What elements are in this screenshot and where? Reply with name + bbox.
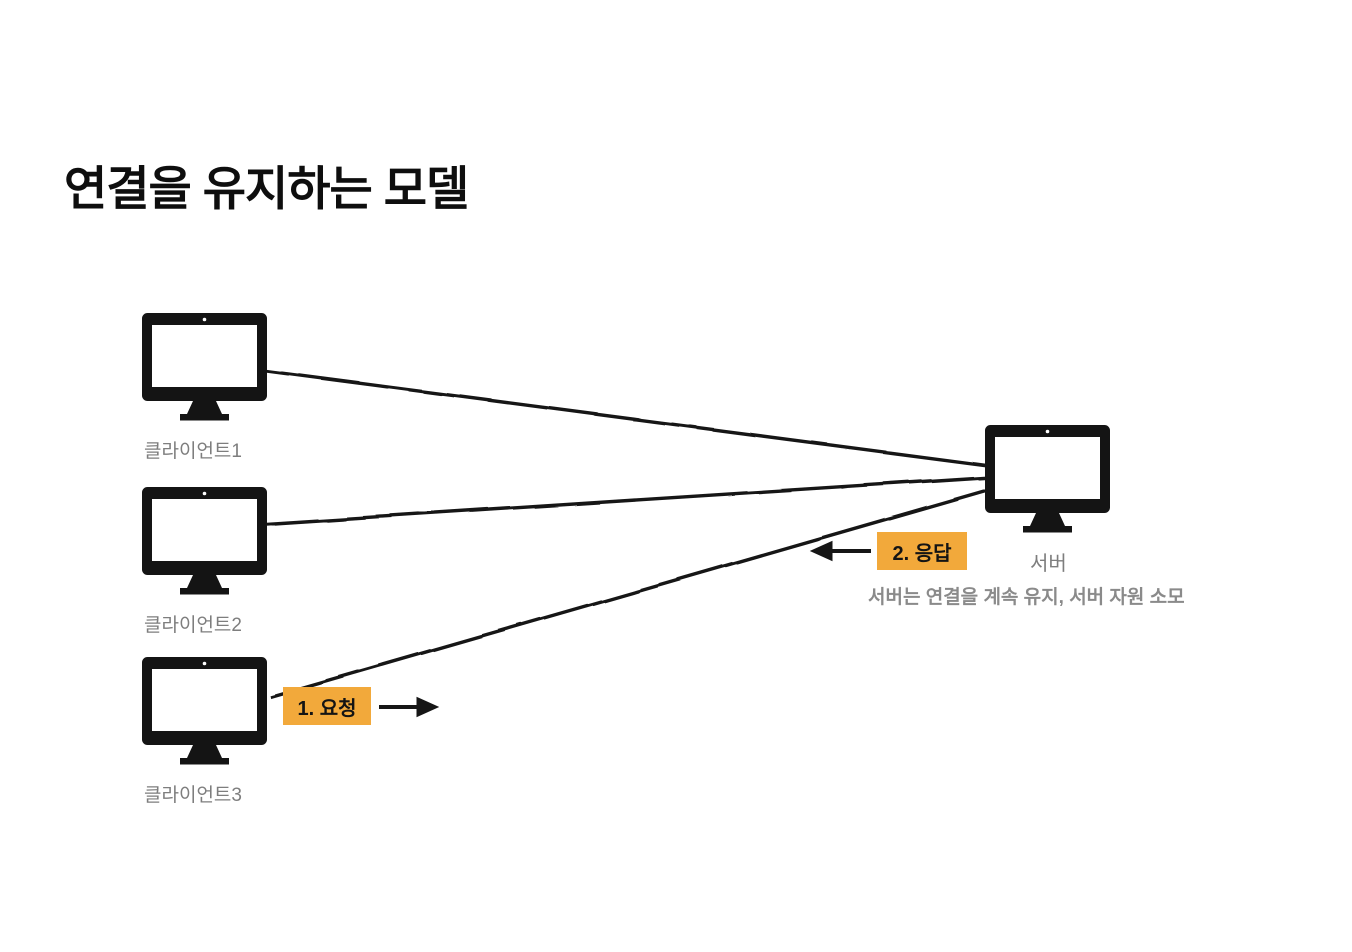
response-badge: 2. 응답 bbox=[877, 532, 967, 570]
server-node bbox=[985, 425, 1110, 533]
client-3-label: 클라이언트3 bbox=[144, 785, 242, 806]
connection-line-client1-server bbox=[265, 369, 992, 468]
request-arrow-icon bbox=[379, 696, 440, 718]
request-badge: 1. 요청 bbox=[283, 687, 371, 725]
page-title: 연결을 유지하는 모델 bbox=[64, 162, 469, 215]
client-2-label: 클라이언트2 bbox=[144, 615, 242, 636]
response-arrow-icon bbox=[809, 540, 871, 562]
monitor-icon bbox=[142, 313, 267, 421]
server-note: 서버는 연결을 계속 유지, 서버 자원 소모 bbox=[868, 587, 1185, 608]
client-2-node bbox=[142, 487, 267, 595]
monitor-icon bbox=[142, 487, 267, 595]
monitor-icon bbox=[985, 425, 1110, 533]
server-label: 서버 bbox=[1030, 553, 1067, 575]
client-1-node bbox=[142, 313, 267, 421]
connection-line-client2-server bbox=[265, 475, 992, 526]
monitor-icon bbox=[142, 657, 267, 765]
client-1-label: 클라이언트1 bbox=[144, 441, 242, 462]
client-3-node bbox=[142, 657, 267, 765]
